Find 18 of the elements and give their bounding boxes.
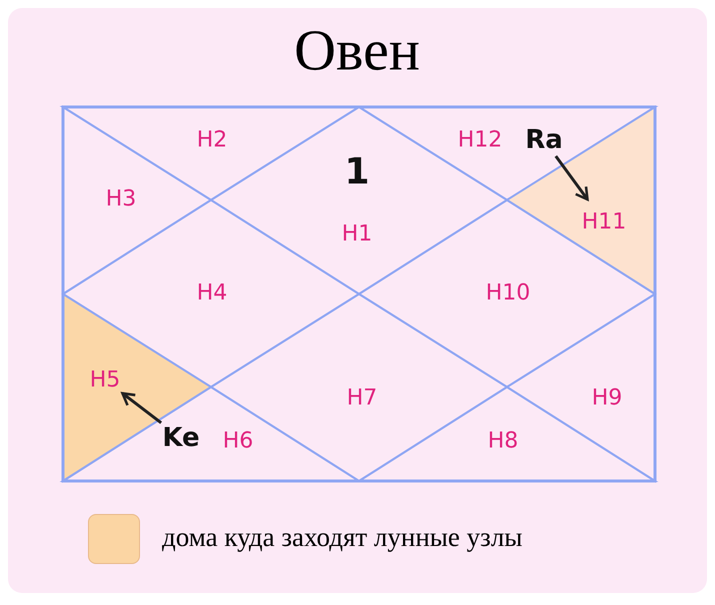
- house-label: H3: [106, 186, 136, 212]
- chart-title: Овен: [294, 16, 420, 84]
- house-label: H12: [458, 128, 502, 152]
- arrow: [554, 155, 589, 201]
- house-label: H4: [196, 280, 228, 306]
- house-label: H10: [486, 280, 530, 306]
- house-label: H9: [592, 386, 622, 410]
- house-label: H2: [196, 128, 228, 152]
- house-label: H11: [582, 210, 626, 234]
- legend-text: дома куда заходят лунные узлы: [162, 522, 522, 553]
- house-label: H6: [222, 428, 254, 454]
- house-label: H8: [488, 428, 518, 454]
- house-label: H5: [90, 368, 120, 392]
- planet-label: Ke: [162, 423, 200, 453]
- sign-number: 1: [344, 152, 370, 192]
- planet-label: Ra: [525, 125, 563, 155]
- house-label: H7: [346, 386, 378, 410]
- house-label: H1: [342, 222, 372, 246]
